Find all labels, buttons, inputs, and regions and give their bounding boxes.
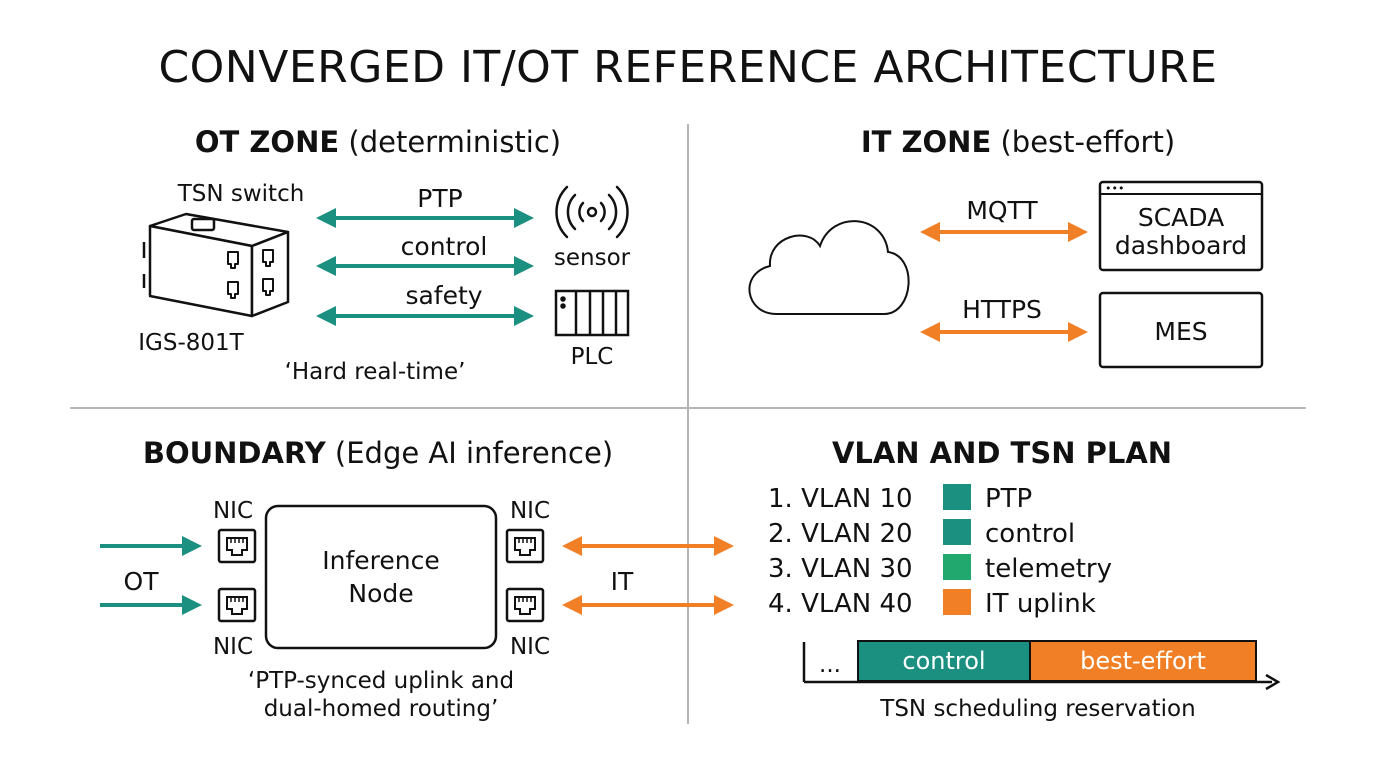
ethernet-port-icon <box>505 528 545 564</box>
ot-zone-heading-rest: (deterministic) <box>339 125 561 159</box>
scada-label: SCADA <box>1138 203 1224 232</box>
control-window <box>857 640 1031 682</box>
vlan-color-swatch <box>943 519 971 545</box>
ethernet-port-icon <box>505 587 545 623</box>
it-zone-panel: IT ZONE (best-effort) MQTT HTTPS ••• SCA… <box>748 125 1264 369</box>
vlan-color-swatch <box>943 589 971 615</box>
it-zone-heading-rest: (best-effort) <box>991 125 1175 159</box>
sensor-label: sensor <box>554 245 631 271</box>
cloud-icon <box>748 220 910 315</box>
boundary-caption-line1: ‘PTP-synced uplink and <box>248 668 514 694</box>
it-zone-heading: IT ZONE (best-effort) <box>861 125 1175 159</box>
boundary-heading: BOUNDARY (Edge AI inference) <box>143 436 613 470</box>
page-title: CONVERGED IT/OT REFERENCE ARCHITECTURE <box>158 42 1217 93</box>
ot-zone-heading-bold: OT ZONE <box>195 125 339 159</box>
tsn-switch-icon <box>142 212 290 318</box>
ot-side-label: OT <box>124 567 160 596</box>
plc-label: PLC <box>571 344 614 370</box>
inference-node: Inference Node <box>264 504 498 650</box>
it-side-label: IT <box>611 567 634 596</box>
inference-node-line1: Inference <box>322 546 439 575</box>
vlan-name: IT uplink <box>985 589 1096 619</box>
switch-model-label: IGS-801T <box>138 330 244 356</box>
timeline-arrowhead <box>1265 673 1281 691</box>
ethernet-port-icon <box>217 587 257 623</box>
vlan-row: 4. VLAN 40 IT uplink <box>768 589 1096 619</box>
ptp-link-label: PTP <box>417 184 462 213</box>
mqtt-link-label: MQTT <box>966 196 1038 225</box>
vlan-list: 1. VLAN 10 PTP 2. VLAN 20 control 3. VLA… <box>768 484 1112 619</box>
boundary-heading-bold: BOUNDARY <box>143 436 327 470</box>
ot-zone-caption: ‘Hard real-time’ <box>285 359 466 385</box>
nic-label-bottom-left: NIC <box>213 634 253 660</box>
ot-zone-heading: OT ZONE (deterministic) <box>195 125 561 159</box>
boundary-panel: BOUNDARY (Edge AI inference) Inference N… <box>100 436 734 722</box>
mes-label: MES <box>1154 317 1207 346</box>
ethernet-port-icon <box>217 528 257 564</box>
scada-dashboard-window: ••• SCADA dashboard <box>1098 180 1264 272</box>
vlan-id: 2. VLAN 20 <box>768 519 913 549</box>
vlan-color-swatch <box>943 554 971 580</box>
timeline-ellipsis: ... <box>819 652 841 678</box>
control-window-label: control <box>902 647 985 675</box>
tsn-schedule-caption: TSN scheduling reservation <box>879 696 1195 722</box>
safety-link-label: safety <box>405 281 482 310</box>
best-effort-window-label: best-effort <box>1080 647 1206 675</box>
inference-node-line2: Node <box>348 579 413 608</box>
nic-label-top-right: NIC <box>510 498 550 524</box>
https-link-label: HTTPS <box>962 295 1042 324</box>
vlan-row: 3. VLAN 30 telemetry <box>768 554 1112 584</box>
vlan-row: 1. VLAN 10 PTP <box>768 484 1032 514</box>
control-link-label: control <box>401 232 488 261</box>
vlan-name: control <box>985 519 1075 549</box>
tsn-schedule: ... control best-effort TSN scheduling r… <box>802 640 1281 722</box>
vlan-name: PTP <box>985 484 1032 514</box>
vlan-plan-panel: VLAN AND TSN PLAN 1. VLAN 10 PTP 2. VLAN… <box>768 436 1281 722</box>
sensor-icon <box>555 185 629 239</box>
vlan-row: 2. VLAN 20 control <box>768 519 1075 549</box>
nic-label-top-left: NIC <box>213 498 253 524</box>
vlan-id: 3. VLAN 30 <box>768 554 913 584</box>
vlan-id: 4. VLAN 40 <box>768 589 913 619</box>
it-zone-heading-bold: IT ZONE <box>861 125 991 159</box>
best-effort-window <box>1029 640 1257 682</box>
plc-icon <box>554 289 630 337</box>
vlan-name: telemetry <box>985 554 1112 584</box>
vlan-plan-heading: VLAN AND TSN PLAN <box>832 436 1172 470</box>
boundary-heading-rest: (Edge AI inference) <box>326 436 613 470</box>
window-controls: ••• <box>1105 182 1124 195</box>
vlan-color-swatch <box>943 484 971 510</box>
tsn-switch-label: TSN switch <box>177 181 305 207</box>
dashboard-label: dashboard <box>1115 231 1247 260</box>
nic-label-bottom-right: NIC <box>510 634 550 660</box>
boundary-caption-line2: dual-homed routing’ <box>264 696 499 722</box>
mes-box: MES <box>1098 291 1264 369</box>
ot-zone-panel: OT ZONE (deterministic) TSN switch IGS-8… <box>138 125 630 385</box>
vlan-id: 1. VLAN 10 <box>768 484 913 514</box>
